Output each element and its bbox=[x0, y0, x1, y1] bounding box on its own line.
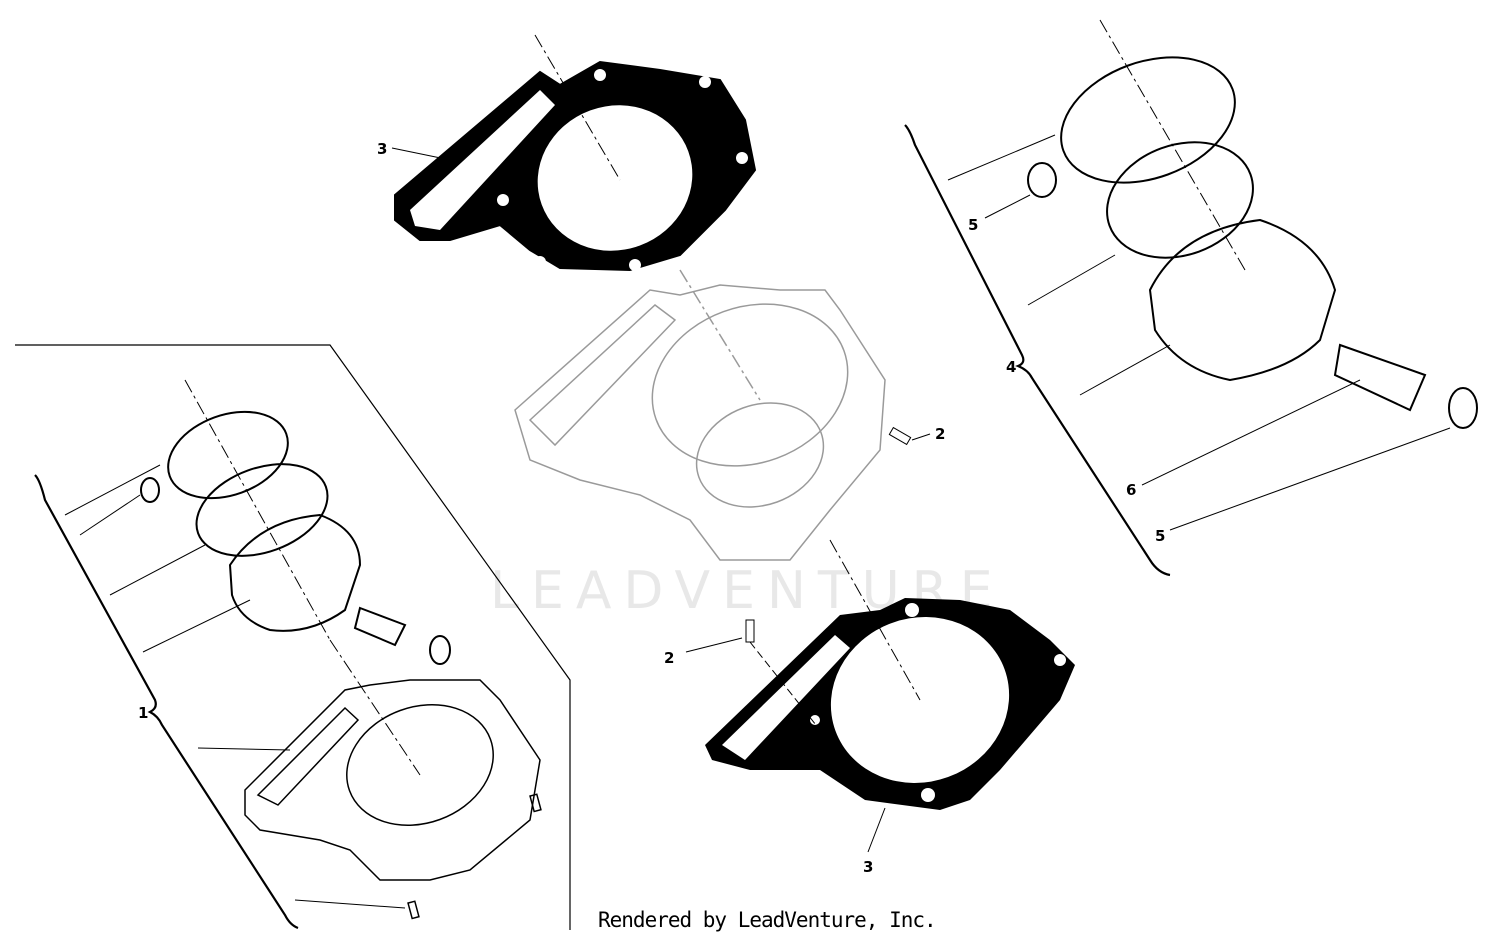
piston-assembly-right[interactable] bbox=[1027, 19, 1478, 429]
kit-bracket bbox=[34, 474, 299, 930]
callout-piston-pin: 6 bbox=[1126, 481, 1136, 499]
callout-dowel-pin-upper: 2 bbox=[935, 425, 945, 443]
callout-lines-right bbox=[947, 134, 1451, 531]
callout-lines-left bbox=[64, 464, 406, 909]
callout-kit: 1 bbox=[138, 704, 148, 722]
callout-base-gasket: 3 bbox=[863, 858, 873, 876]
piston-assembly-left[interactable] bbox=[140, 379, 451, 665]
kit-boundary-line bbox=[15, 344, 571, 930]
callout-circlip-lower: 5 bbox=[1155, 527, 1165, 545]
callout-dowel-pin-lower: 2 bbox=[664, 649, 674, 667]
footer-credit: Rendered by LeadVenture, Inc. bbox=[598, 908, 937, 932]
callout-piston-kit: 4 bbox=[1006, 358, 1016, 376]
head-gasket[interactable] bbox=[394, 34, 757, 272]
base-gasket[interactable] bbox=[705, 539, 1075, 810]
callout-head-gasket: 3 bbox=[377, 140, 387, 158]
cylinder[interactable] bbox=[514, 269, 886, 561]
dowel-pin[interactable] bbox=[888, 426, 912, 446]
callout-circlip-upper: 5 bbox=[968, 216, 978, 234]
callout-line bbox=[391, 147, 461, 163]
dowel-pin[interactable] bbox=[745, 619, 755, 643]
cylinder-left[interactable] bbox=[244, 639, 542, 920]
piston-kit-bracket bbox=[904, 124, 1171, 577]
